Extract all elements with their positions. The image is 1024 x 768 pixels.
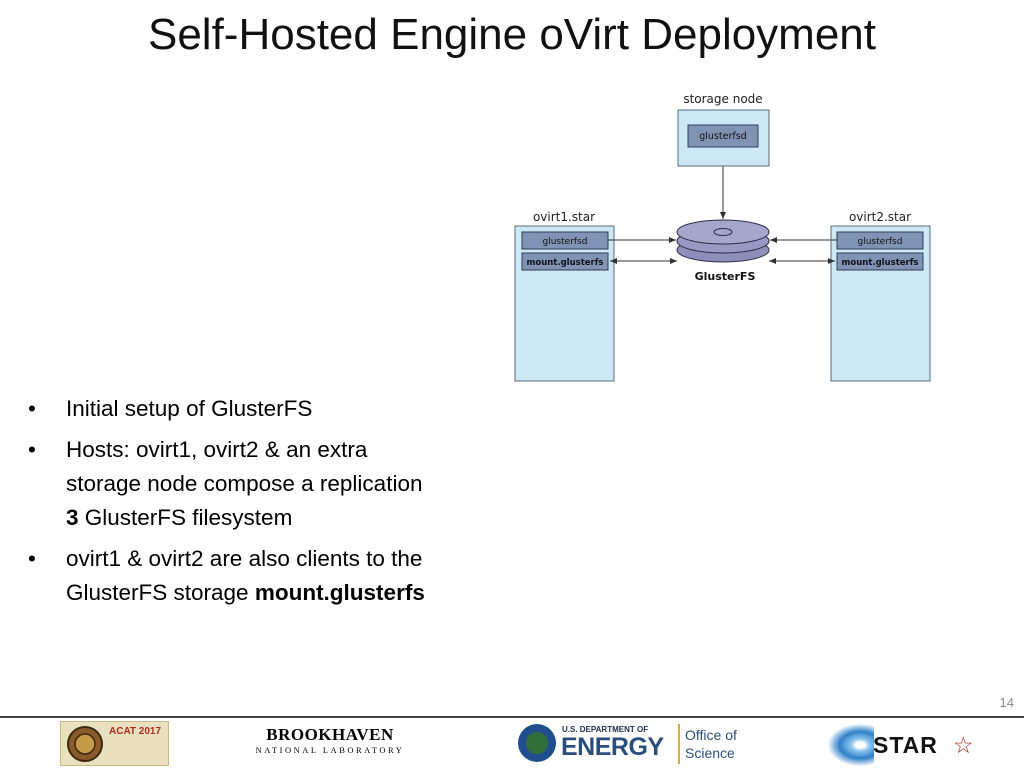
footer-divider — [0, 716, 1024, 718]
ovirt2-glusterfsd-label: glusterfsd — [858, 237, 903, 247]
ovirt1-host-box — [514, 225, 615, 382]
doe-energy: ENERGY — [561, 733, 664, 761]
bullet-item: • Initial setup of GlusterFS — [28, 392, 428, 426]
star-label: STAR — [873, 732, 938, 758]
doe-office-line2: Science — [685, 745, 735, 761]
bullet-bold-text: mount.glusterfs — [254, 580, 425, 605]
ovirt1-label: ovirt1.star — [533, 210, 595, 224]
star-outline-icon: ☆ — [953, 732, 974, 758]
bullet-item: • ovirt1 & ovirt2 are also clients to th… — [28, 542, 428, 610]
doe-divider — [678, 724, 680, 764]
bullet-text: Initial setup of GlusterFS — [66, 396, 313, 421]
brookhaven-subtitle: NATIONAL LABORATORY — [255, 745, 405, 755]
ovirt2-mount-box — [836, 252, 924, 271]
bullet-text: GlusterFS filesystem — [78, 505, 293, 530]
slide-title: Self-Hosted Engine oVirt Deployment — [147, 10, 877, 59]
bullet-item: • Hosts: ovirt1, ovirt2 & an extra stora… — [28, 433, 428, 535]
bullet-text: Hosts: ovirt1, ovirt2 & an extra storage… — [66, 437, 423, 496]
page-number: 14 — [999, 695, 1014, 710]
ovirt1-mount-label: mount.glusterfs — [527, 258, 604, 268]
bullet-marker: • — [28, 396, 36, 421]
brookhaven-logo: BROOKHAVEN NATIONAL LABORATORY — [255, 726, 405, 762]
glusterfs-label: GlusterFS — [695, 270, 756, 283]
acat-label: ACAT 2017 — [109, 726, 162, 737]
acat-logo: ACAT 2017 — [60, 721, 169, 766]
doe-seal-icon — [518, 724, 556, 762]
ovirt2-host-box — [830, 225, 931, 382]
doe-department: U.S. DEPARTMENT OF — [562, 725, 649, 734]
bullet-list: • Initial setup of GlusterFS • Hosts: ov… — [28, 392, 428, 617]
storage-node-label: storage node — [683, 92, 762, 106]
glusterfs-diagram: storage node glusterfsd ovirt1.star glus… — [514, 92, 931, 382]
bullet-text: ovirt1 & ovirt2 are also clients to the … — [66, 546, 423, 605]
star-burst-icon — [828, 724, 874, 766]
bullet-bold-text: 3 — [66, 505, 79, 530]
ovirt2-label: ovirt2.star — [849, 210, 911, 224]
bullet-marker: • — [28, 437, 36, 462]
doe-office-of-science-logo: U.S. DEPARTMENT OF ENERGY Office of Scie… — [518, 722, 748, 766]
ovirt2-mount-label: mount.glusterfs — [842, 258, 919, 268]
ovirt1-mount-box — [521, 252, 609, 271]
star-logo: STAR ☆ — [828, 724, 988, 766]
brookhaven-name: BROOKHAVEN — [266, 725, 394, 744]
storage-node-glusterfsd-label: glusterfsd — [699, 131, 746, 142]
glusterfs-disk-stack-icon — [676, 219, 770, 263]
bullet-marker: • — [28, 546, 36, 571]
doe-office-line1: Office of — [685, 727, 737, 743]
ovirt1-glusterfsd-label: glusterfsd — [543, 237, 588, 247]
doe-office: Office of Science — [685, 726, 737, 762]
storage-node-glusterfsd-box — [687, 124, 759, 148]
acat-emblem-icon — [67, 726, 103, 762]
